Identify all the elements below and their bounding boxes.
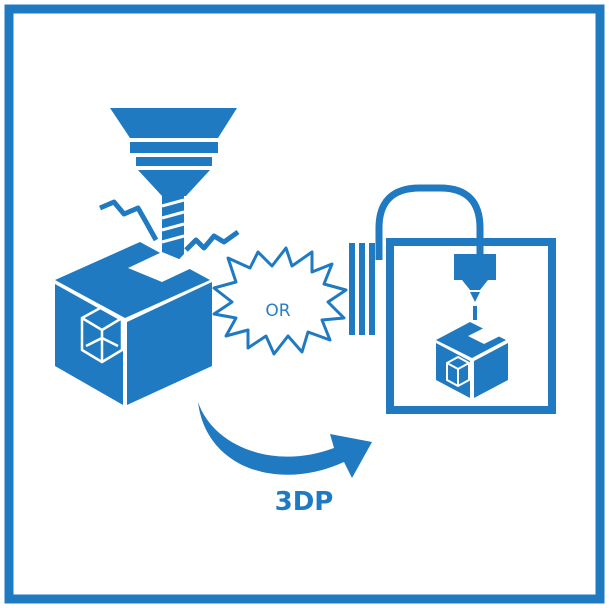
curved-arrow-icon	[198, 402, 372, 478]
machined-block-icon	[55, 242, 212, 405]
cnc-mill-icon	[110, 108, 237, 266]
explosion-burst-icon: OR	[212, 246, 348, 356]
outer-frame	[4, 4, 605, 604]
3d-printer-icon	[349, 184, 556, 414]
title-label: 3DP	[275, 487, 334, 517]
or-label: OR	[265, 301, 290, 321]
chip-left-icon	[99, 199, 159, 242]
chip-right-icon	[184, 229, 240, 252]
